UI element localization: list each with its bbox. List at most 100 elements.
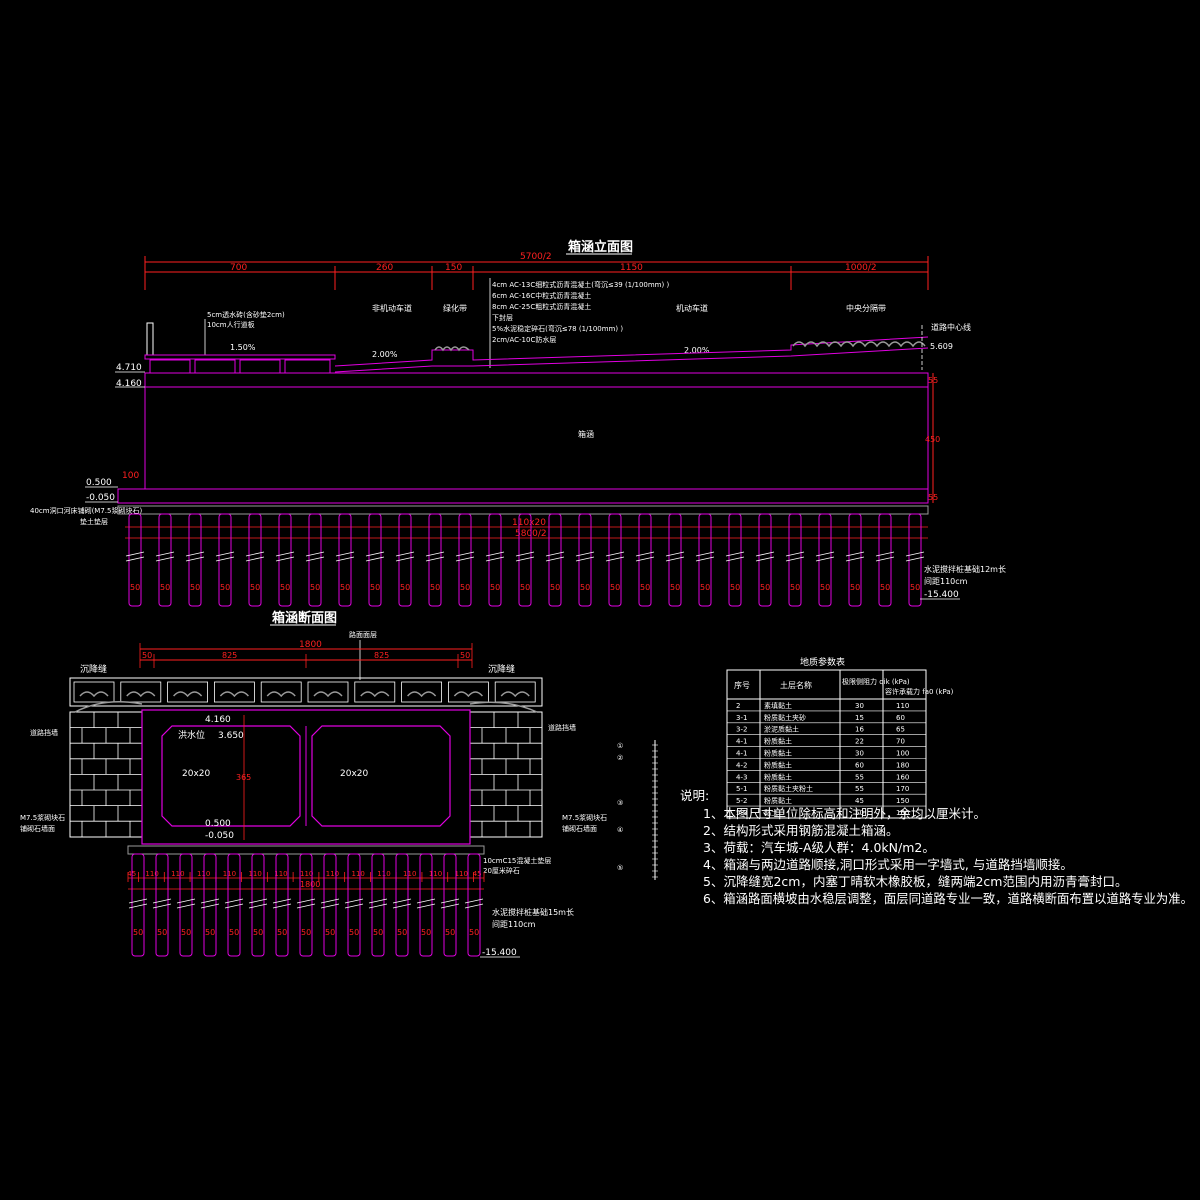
elev-pile: 50 [455, 513, 475, 607]
elev-pile-label: 50 [250, 583, 260, 592]
elev-pile-label: 50 [310, 583, 320, 592]
geo-cell: 4-1 [736, 738, 747, 746]
section-bottom-dim: 110 [326, 870, 339, 878]
elevation-piles: 50 50 50 50 50 50 50 50 50 50 50 50 50 50 50 50 50 50 50 50… [125, 513, 925, 607]
elev-pile-label: 50 [790, 583, 800, 592]
left-note-2: M7.5浆砌块石 [20, 813, 65, 822]
elev-pile: 50 [635, 513, 655, 607]
top-railing [69, 677, 543, 707]
geo-cell: 3-1 [736, 714, 747, 722]
section-pile: 50 [224, 853, 244, 957]
svg-text:6cm AC-16C中粒式沥青混凝土: 6cm AC-16C中粒式沥青混凝土 [492, 291, 591, 300]
section-pile: 50 [200, 853, 220, 957]
section-title: 箱涵断面图 [272, 610, 337, 626]
section-bottom-dim: 110 [274, 870, 287, 878]
note-6: 6、箱涵路面横坡由水稳层调整，面层同道路专业一致，道路横断面布置以道路专业为准。 [703, 891, 1193, 906]
geo-cell: 16 [855, 726, 864, 734]
elev-pile-label: 50 [880, 583, 890, 592]
center-line-label: 道路中心线 [931, 322, 971, 332]
elev-pile: 50 [665, 513, 685, 607]
section-bottom-dim: 110 [223, 870, 236, 878]
elevation-total-dim: 5700/2 [520, 252, 552, 262]
elev-pile-label: 50 [400, 583, 410, 592]
geo-cell: 22 [855, 738, 864, 746]
slope-2: 2.00% [372, 350, 398, 359]
geo-cell: 60 [855, 761, 864, 769]
note-5: 5、沉降缝宽2cm，内塞丁晴软木橡胶板，缝两端2cm范围内用沥青膏封口。 [703, 874, 1127, 889]
svg-text:③: ③ [617, 799, 623, 807]
geo-cell: 55 [855, 773, 864, 781]
zone-median: 中央分隔带 [846, 303, 886, 313]
geo-head-2: 极限侧阻力 qik (kPa) [842, 677, 910, 686]
elev-pile-label: 50 [130, 583, 140, 592]
right-dim-bot: 55 [928, 493, 938, 502]
elev-pile: 50 [785, 513, 805, 607]
section-pile: 50 [152, 853, 172, 957]
svg-text:8cm AC-25C粗粒式沥青混凝土: 8cm AC-25C粗粒式沥青混凝土 [492, 302, 591, 311]
section-pile: 50 [416, 853, 436, 957]
geo-head-0: 序号 [734, 680, 750, 690]
section-pile: 50 [248, 853, 268, 957]
geo-cell: 淤泥质黏土 [764, 725, 799, 734]
note-3: 3、荷载：汽车城-A级人群：4.0kN/m2。 [703, 840, 935, 855]
geo-cell: 4-2 [736, 761, 747, 769]
section-pile-label: 50 [181, 928, 191, 937]
section-pile-label: 50 [421, 928, 431, 937]
elev-pile: 50 [605, 513, 625, 607]
geo-cell: 55 [855, 785, 864, 793]
left-dim-100: 100 [122, 471, 139, 481]
section-pile: 50 [392, 853, 412, 957]
geo-cell: 50 [855, 809, 864, 817]
geo-cell: 粉质黏土 [764, 772, 792, 781]
elev-pile-label: 50 [220, 583, 230, 592]
sidewalk-note-2: 10cm人行道板 [207, 320, 255, 329]
elev-pile-label: 50 [760, 583, 770, 592]
section-pile-label: 50 [157, 928, 167, 937]
svg-text:②: ② [617, 754, 623, 762]
left-wingwall [69, 711, 143, 838]
geo-cell: 30 [855, 750, 864, 758]
elev-pile-label: 50 [670, 583, 680, 592]
section-dim-50-right: 50 [460, 651, 470, 660]
section-pile: 50 [464, 853, 484, 957]
elev-pile-label: 50 [430, 583, 440, 592]
geo-cell: 45 [855, 797, 864, 805]
section-dim-50-left: 50 [142, 651, 152, 660]
geo-cell: 2 [736, 702, 740, 710]
geo-cell: 粉质黏土 [764, 796, 792, 805]
elev-pile-label: 50 [580, 583, 590, 592]
elevation-title: 箱涵立面图 [568, 239, 633, 255]
sidewalk-note-1: 5cm透水砖(含砂垫2cm) [207, 310, 285, 319]
svg-text:5%水泥稳定碎石(弯沉≤78 (1/100mm) ): 5%水泥稳定碎石(弯沉≤78 (1/100mm) ) [492, 324, 623, 333]
section-bottom-dim: 110 [300, 870, 313, 878]
elev-pile: 50 [155, 513, 175, 607]
elev-pile: 50 [245, 513, 265, 607]
section-bottom-dim: 110 [145, 870, 158, 878]
section-bottom-dim: 110 [248, 870, 261, 878]
geo-cell: 黏土 [764, 808, 778, 817]
elev-5609: 5.609 [930, 342, 953, 351]
section-top-elev: 4.160 [205, 715, 231, 725]
section-bottom-dim: 110 [352, 870, 365, 878]
elev-pile: 50 [275, 513, 295, 607]
section-pile: 50 [176, 853, 196, 957]
right-dim-top: 55 [928, 376, 938, 385]
elev-pile-label: 50 [370, 583, 380, 592]
svg-text:⑤: ⑤ [617, 864, 623, 872]
zone-green-belt: 绿化带 [443, 303, 467, 313]
section-pile-label: 50 [133, 928, 143, 937]
elev-pile: 50 [725, 513, 745, 607]
elev-pile: 50 [395, 513, 415, 607]
elev-pile-label: 50 [850, 583, 860, 592]
elev-pile-label: 50 [280, 583, 290, 592]
sec-m15400: -15.400 [482, 948, 517, 958]
elev-pile-label: 50 [610, 583, 620, 592]
section-pile-label: 50 [373, 928, 383, 937]
sec-pile-note-2: 间距110cm [492, 920, 536, 929]
elev-pile: 50 [815, 513, 835, 607]
elev-4160: 4.160 [116, 379, 142, 389]
geo-cell: 素填黏土 [764, 701, 792, 710]
elev-m0050: -0.050 [86, 493, 115, 503]
geo-cell: 粉质黏土 [764, 760, 792, 769]
